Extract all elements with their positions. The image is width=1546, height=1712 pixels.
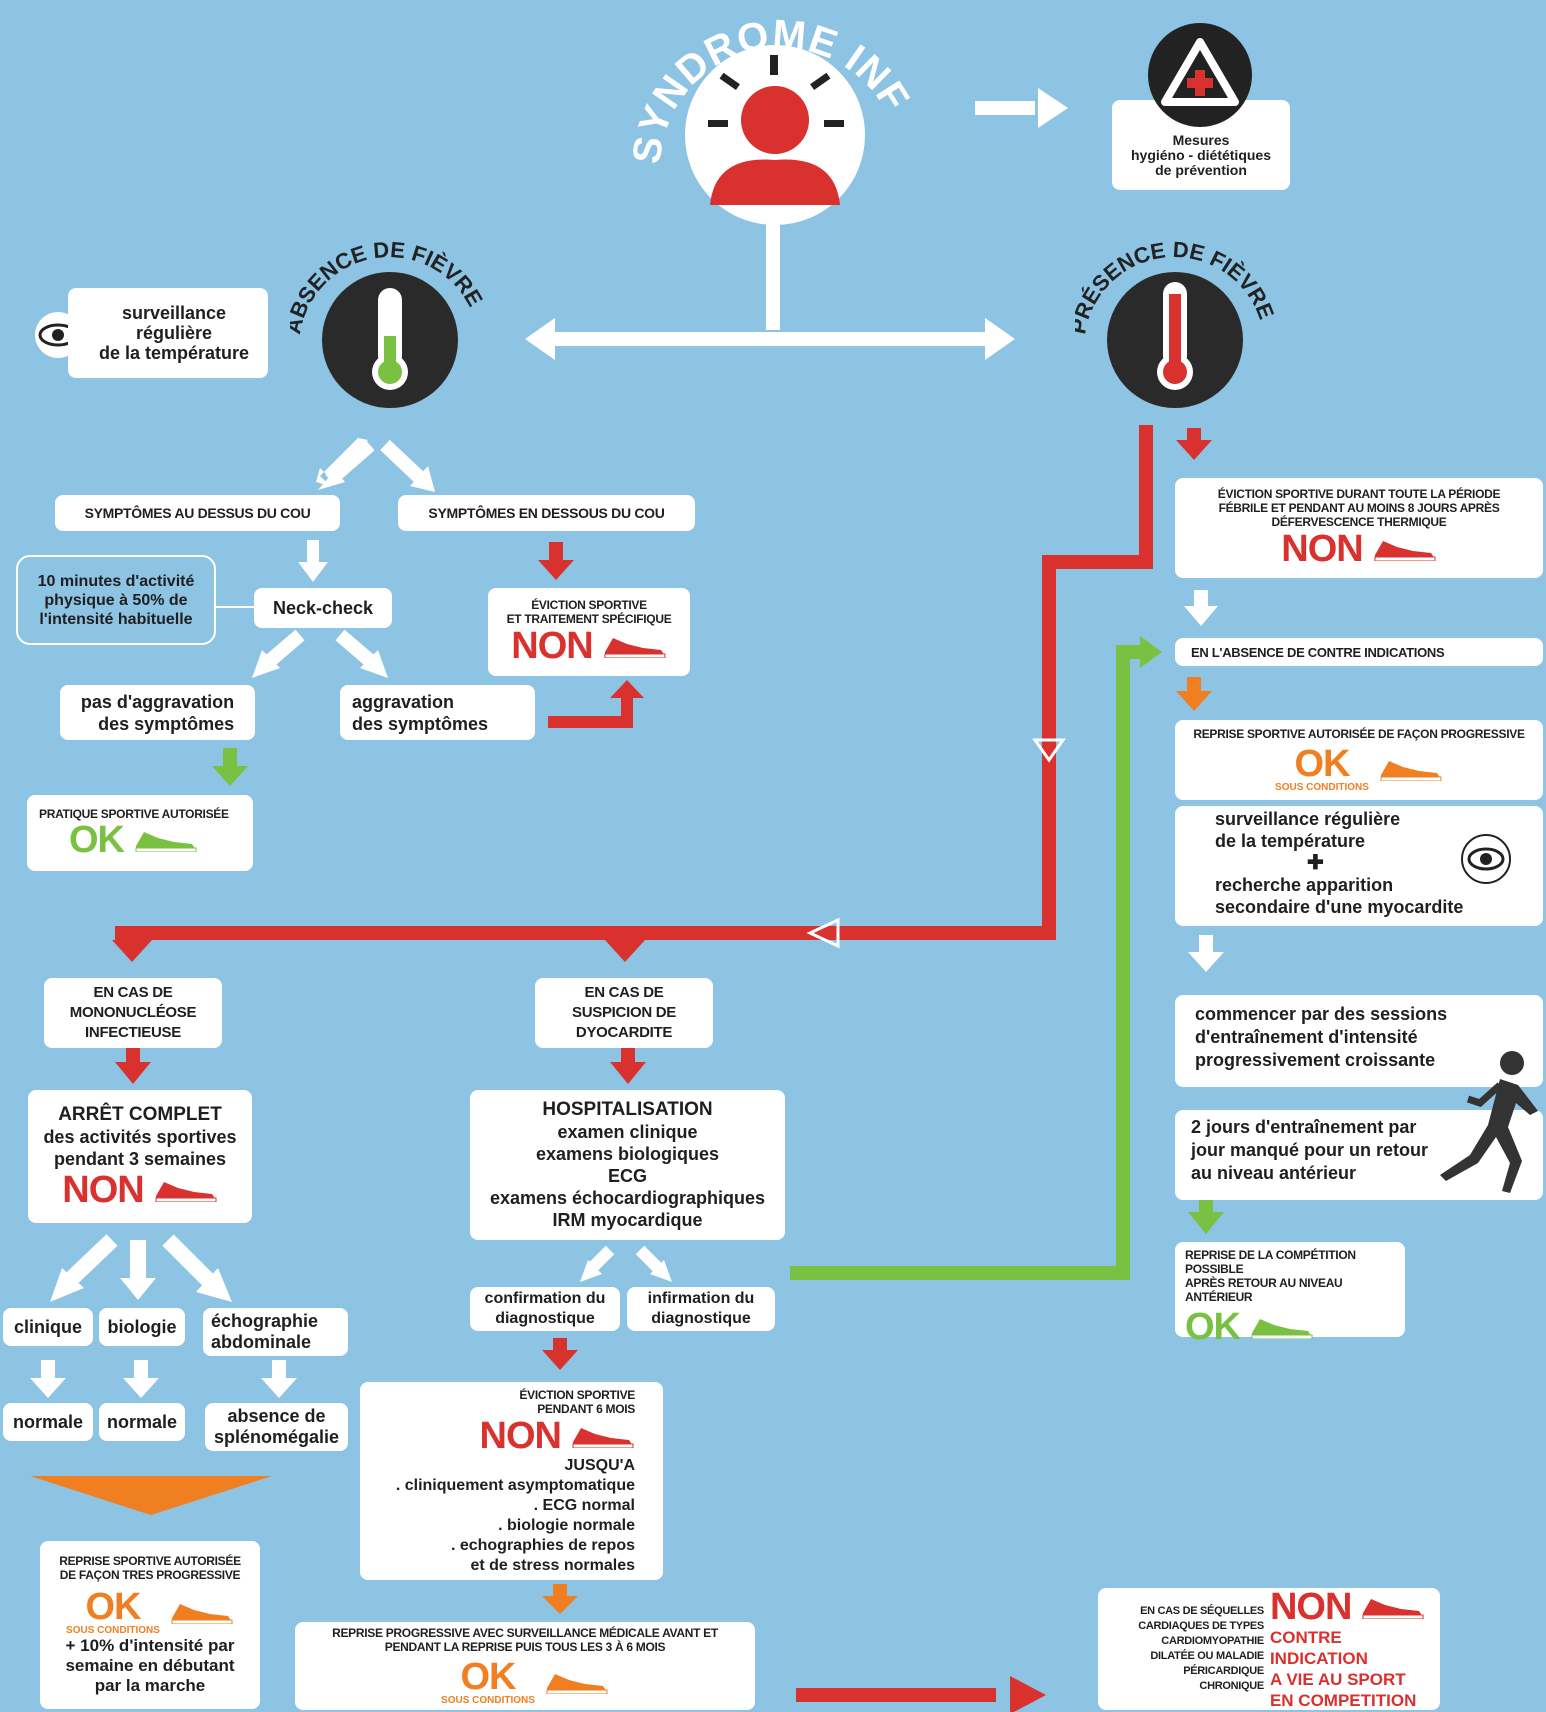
orange-funnel (30, 1476, 272, 1515)
shoe-icon (546, 1674, 608, 1694)
shoe-icon (155, 1181, 217, 1202)
clinique-label: clinique (13, 1317, 82, 1337)
non-label: NON (479, 1415, 562, 1457)
shoe-icon (1251, 1319, 1313, 1339)
jusqua-text: JUSQU'A . cliniquement asymptomatique . … (395, 1457, 635, 1574)
neck-check-box: Neck-check (254, 588, 392, 628)
shoe-icon (604, 638, 666, 658)
non-label: NON (1269, 1586, 1352, 1628)
fever-eviction-box: ÉVICTION SPORTIVE DURANT TOUTE LA PÉRIOD… (1175, 478, 1543, 578)
shoe-icon (572, 1428, 634, 1448)
person-head-icon (708, 55, 844, 205)
reprise-tres-progressive-box: REPRISE SPORTIVE AUTORISÉE DE FAÇON TRES… (40, 1541, 260, 1709)
eviction-treatment-box: ÉVICTION SPORTIVE ET TRAITEMENT SPÉCIFIQ… (488, 588, 690, 676)
symptoms-below-neck: SYMPTÔMES EN DESSOUS DU COU (398, 495, 695, 531)
arrow-left (525, 318, 555, 360)
surveillance-right-box: surveillance régulière de la température… (1175, 806, 1543, 926)
reprise-surveillance-label: REPRISE PROGRESSIVE AVEC SURVEILLANCE MÉ… (332, 1626, 718, 1654)
reprise-progressive-box: REPRISE SPORTIVE AUTORISÉE DE FAÇON PROG… (1175, 720, 1543, 800)
confirmation-box: confirmation du diagnostique (470, 1287, 620, 1331)
eviction-6mois-label: ÉVICTION SPORTIVE PENDANT 6 MOIS (519, 1388, 635, 1416)
syndrome-header: SYNDROME INFECTIEUX (620, 0, 917, 225)
sous-conditions-label: SOUS CONDITIONS (66, 1625, 160, 1636)
fever-eviction-label: ÉVICTION SPORTIVE DURANT TOUTE LA PÉRIOD… (1217, 487, 1501, 529)
pratique-autorisee-label: PRATIQUE SPORTIVE AUTORISÉE (39, 807, 229, 821)
arrow-right (985, 318, 1015, 360)
sous-conditions-label: SOUS CONDITIONS (441, 1695, 535, 1706)
normale-label: normale (12, 1412, 84, 1432)
non-label: NON (511, 625, 593, 667)
surveillance-right-line2: recherche apparition secondaire d'une my… (1215, 875, 1464, 917)
plus10-text: + 10% d'intensité par semaine en débutan… (65, 1636, 235, 1695)
ok-label: OK (85, 1586, 142, 1628)
sous-conditions-label: SOUS CONDITIONS (1275, 782, 1369, 793)
sequelles-label: EN CAS DE SÉQUELLES CARDIAQUES DE TYPES … (1138, 1605, 1264, 1692)
clinique-box: clinique (3, 1308, 93, 1346)
pratique-autorisee-box: PRATIQUE SPORTIVE AUTORISÉE OK (27, 795, 253, 871)
reprise-surveillance-box: REPRISE PROGRESSIVE AVEC SURVEILLANCE MÉ… (295, 1622, 755, 1710)
thermometer-green-icon (372, 288, 408, 390)
ok-label: OK (1185, 1306, 1241, 1348)
normale-clinique-box: normale (3, 1403, 93, 1441)
neck-check-label: Neck-check (272, 598, 374, 618)
non-label: NON (1281, 528, 1363, 570)
normale-label: normale (106, 1412, 178, 1432)
presence-fievre: PRÉSENCE DE FIÈVRE (1075, 240, 1275, 408)
surveillance-left-text: surveillance régulière de la température (98, 303, 250, 363)
hospital-box: HOSPITALISATION examen clinique examens … (470, 1090, 785, 1240)
symptoms-below-label: SYMPTÔMES EN DESSOUS DU COU (428, 504, 665, 521)
shoe-icon (135, 832, 197, 852)
shoe-icon (171, 1604, 233, 1624)
surveillance-left-box: surveillance régulière de la température (68, 288, 268, 378)
commencer-box: commencer par des sessions d'entraînemen… (1175, 995, 1543, 1087)
surveillance-right-line1: surveillance régulière de la température (1215, 809, 1401, 851)
contre-indication-label: CONTRE INDICATION A VIE AU SPORT EN COMP… (1269, 1628, 1417, 1710)
hospital-title: HOSPITALISATION (542, 1099, 713, 1120)
thermometer-red-icon (1157, 282, 1193, 390)
eviction-treatment-label: ÉVICTION SPORTIVE ET TRAITEMENT SPÉCIFIQ… (506, 598, 672, 626)
aggravation-box: aggravation des symptômes (340, 685, 535, 740)
shoe-icon (1362, 1599, 1424, 1619)
reprise-tres-progressive-label: REPRISE SPORTIVE AUTORISÉE DE FAÇON TRES… (59, 1554, 241, 1582)
non-label: NON (62, 1168, 144, 1211)
no-contra-label: EN L'ABSENCE DE CONTRE INDICATIONS (1191, 645, 1445, 660)
shoe-icon (1380, 761, 1442, 781)
eye-icon (1461, 834, 1511, 884)
shoe-icon (1374, 541, 1436, 561)
sequelles-box: EN CAS DE SÉQUELLES CARDIAQUES DE TYPES … (1098, 1586, 1440, 1710)
connector-line (214, 606, 254, 608)
symptoms-above-neck: SYMPTÔMES AU DESSUS DU COU (55, 495, 340, 531)
warning-cross-icon (1148, 23, 1252, 127)
reprise-competition-box: REPRISE DE LA COMPÉTITION POSSIBLE APRÈS… (1175, 1242, 1405, 1346)
symptoms-above-label: SYMPTÔMES AU DESSUS DU COU (84, 504, 311, 521)
no-aggravation-box: pas d'aggravation des symptômes (60, 685, 255, 740)
hospital-text: examen clinique examens biologiques ECG … (489, 1122, 766, 1230)
normale-biologie-box: normale (99, 1403, 185, 1441)
no-contra-box: EN L'ABSENCE DE CONTRE INDICATIONS (1175, 638, 1543, 666)
arret-box: ARRÊT COMPLET des activités sportives pe… (28, 1090, 252, 1223)
ok-label: OK (69, 819, 125, 861)
echographie-box: échographie abdominale (203, 1308, 348, 1356)
prevention-text: Mesures hygiéno - diététiques de prévent… (1130, 131, 1271, 178)
ten-minutes-box: 10 minutes d'activité physique à 50% de … (16, 555, 216, 645)
infirmation-box: infirmation du diagnostique (627, 1287, 775, 1331)
plus-icon: ✚ (1307, 852, 1324, 874)
reprise-progressive-label: REPRISE SPORTIVE AUTORISÉE DE FAÇON PROG… (1193, 727, 1525, 741)
runner-icon (1440, 1051, 1538, 1193)
ok-label: OK (460, 1656, 517, 1698)
ok-label: OK (1294, 743, 1351, 785)
eviction-6mois-box: ÉVICTION SPORTIVE PENDANT 6 MOIS NON JUS… (360, 1382, 663, 1580)
reprise-competition-label: REPRISE DE LA COMPÉTITION POSSIBLE APRÈS… (1185, 1248, 1356, 1304)
myo-box: EN CAS DE SUSPICION DE DYOCARDITE (535, 978, 713, 1048)
mono-box: EN CAS DE MONONUCLÉOSE INFECTIEUSE (44, 978, 222, 1048)
biologie-label: biologie (107, 1317, 177, 1337)
absence-spleno-box: absence de splénomégalie (205, 1403, 348, 1451)
biologie-box: biologie (99, 1308, 185, 1346)
arret-text: des activités sportives pendant 3 semain… (43, 1126, 237, 1169)
absence-fievre: ABSENCE DE FIÈVRE (290, 240, 488, 408)
arret-title: ARRÊT COMPLET (58, 1103, 222, 1125)
